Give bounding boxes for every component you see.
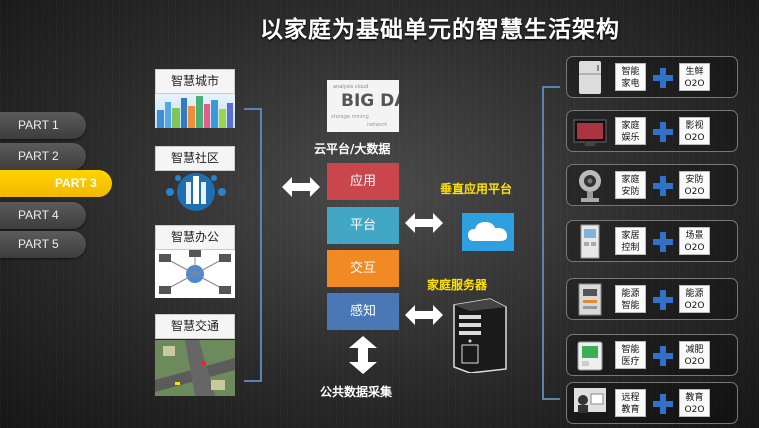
- big-data-word: BIG DATA: [341, 91, 399, 111]
- stack-layer-platform: 平台: [327, 207, 399, 244]
- camera-icon: [579, 170, 601, 202]
- medical-device-icon: [577, 341, 603, 371]
- big-data-word-cloud-image: analysis cloud BIG DATA storage mining n…: [327, 80, 399, 132]
- service-left-tag: 智能家电: [615, 63, 646, 91]
- service-left-tag: 家庭娱乐: [615, 117, 646, 145]
- right-bracket-vertical: [542, 86, 544, 400]
- plus-icon: [653, 346, 673, 366]
- stack-layer-interaction: 交互: [327, 250, 399, 287]
- left-bracket-vertical: [260, 108, 262, 382]
- transport-image: [155, 340, 235, 396]
- fridge-icon: [579, 61, 601, 94]
- nav-part-2[interactable]: PART 2: [0, 143, 86, 170]
- nav-part-1[interactable]: PART 1: [0, 112, 86, 139]
- plus-icon: [653, 232, 673, 252]
- office-network-image: [155, 250, 235, 298]
- service-left-tag: 家居控制: [615, 227, 646, 255]
- community-image: [160, 170, 232, 212]
- cloud-icon: [462, 213, 514, 251]
- nav-part-4[interactable]: PART 4: [0, 202, 86, 229]
- smart-panel-icon: [580, 224, 600, 259]
- svg-text:network: network: [367, 122, 387, 128]
- service-left-tag: 能源智能: [615, 285, 646, 313]
- stack-layer-sensing: 感知: [327, 293, 399, 330]
- nav-part-5[interactable]: PART 5: [0, 231, 86, 258]
- double-arrow-vertical-icon: [349, 336, 377, 374]
- public-data-collection-label: 公共数据采集: [320, 385, 393, 399]
- service-left-tag: 远程教育: [615, 389, 646, 417]
- page-title: 以家庭为基础单元的智慧生活架构: [260, 17, 620, 43]
- plus-icon: [653, 290, 673, 310]
- meter-icon: [578, 283, 602, 316]
- stack-layer-application: 应用: [327, 163, 399, 200]
- teacher-icon: [574, 388, 606, 413]
- scene-label-office: 智慧办公: [155, 225, 235, 250]
- plus-icon: [653, 394, 673, 414]
- double-arrow-scenes-icon: [282, 177, 320, 197]
- left-bracket-top: [244, 108, 262, 110]
- plus-icon: [653, 68, 673, 88]
- double-arrow-server-icon: [405, 305, 443, 325]
- city-skyline-image: [155, 94, 235, 128]
- home-server-label: 家庭服务器: [427, 278, 488, 292]
- svg-text:analysis cloud: analysis cloud: [333, 84, 368, 90]
- nav-part-3[interactable]: PART 3: [0, 170, 112, 197]
- scene-label-community: 智慧社区: [155, 146, 235, 171]
- plus-icon: [653, 122, 673, 142]
- scene-label-city: 智慧城市: [155, 69, 235, 94]
- vertical-app-platform-label: 垂直应用平台: [440, 182, 513, 196]
- service-left-tag: 智能医疗: [615, 341, 646, 369]
- cloud-bigdata-label: 云平台/大数据: [314, 142, 391, 156]
- right-bracket-top: [542, 86, 560, 88]
- plus-icon: [653, 176, 673, 196]
- tv-icon: [573, 119, 607, 146]
- service-left-tag: 家庭安防: [615, 171, 646, 199]
- scene-label-transport: 智慧交通: [155, 314, 235, 339]
- svg-text:storage mining: storage mining: [331, 114, 369, 120]
- right-bracket-bottom: [542, 398, 560, 400]
- double-arrow-platform-icon: [405, 213, 443, 233]
- server-tower-icon: [453, 298, 507, 373]
- left-bracket-bottom: [244, 380, 262, 382]
